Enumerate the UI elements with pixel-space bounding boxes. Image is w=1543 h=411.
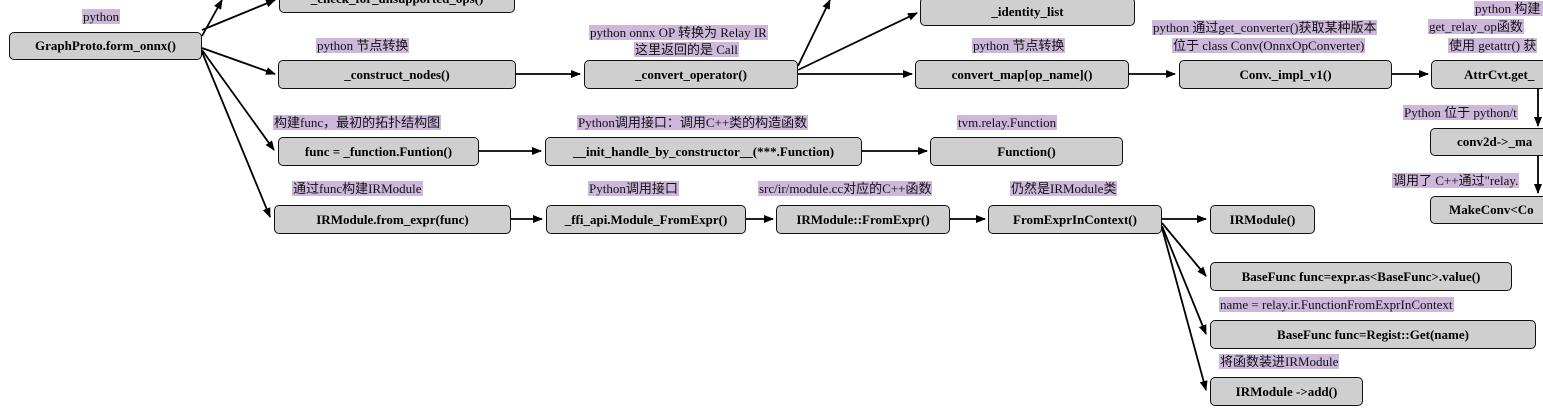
- edge-graphproto-construct-nodes: [201, 47, 276, 75]
- node-irmodule-from-expr[interactable]: IRModule.from_expr(func): [274, 205, 511, 234]
- label-module-cc: src/ir/module.cc对应的C++函数: [758, 181, 933, 196]
- node-conv2d-make[interactable]: conv2d->_ma: [1430, 128, 1543, 156]
- label-python-call-ctor: Python调用接口：调用C++类的构造函数: [577, 115, 809, 130]
- node-fromexprincontext[interactable]: FromExprInContext(): [988, 205, 1162, 234]
- edge-graphproto-func-function: [201, 49, 275, 151]
- node-check-unsupported-ops[interactable]: _check_for_unsupported_ops(): [279, 0, 515, 13]
- node-makeconv[interactable]: MakeConv<Co: [1430, 196, 1543, 224]
- label-attr-line2: get_relay_op函数: [1428, 19, 1524, 34]
- node-construct-nodes[interactable]: _construct_nodes(): [278, 60, 516, 89]
- edge-graphproto-irmodule: [201, 51, 271, 218]
- node-convert-operator[interactable]: _convert_operator(): [584, 60, 798, 89]
- label-build-func: 构建func，最初的拓扑结构图: [273, 115, 442, 130]
- edge-graphproto-check-ops: [201, 0, 276, 31]
- label-python: python: [82, 9, 121, 24]
- edge-fromexpr-basefunc-get: [1161, 225, 1207, 335]
- label-onnx-op-line2: 这里返回的是 Call: [634, 42, 739, 57]
- node-basefunc-get[interactable]: BaseFunc func=Regist::Get(name): [1210, 320, 1536, 349]
- node-irmodule-fromexpr-cpp[interactable]: IRModule::FromExpr(): [776, 205, 950, 234]
- node-graphproto-form-onnx[interactable]: GraphProto.form_onnx(): [9, 32, 202, 60]
- edge-fromexpr-basefunc-as: [1161, 222, 1207, 277]
- label-python-located: Python 位于 python/t: [1403, 105, 1518, 120]
- label-get-converter-line1: python 通过get_converter()获取某种版本: [1152, 20, 1378, 35]
- node-basefunc-as[interactable]: BaseFunc func=expr.as<BaseFunc>.value(): [1210, 262, 1512, 291]
- label-onnx-op-line1: python onnx OP 转换为 Relay IR: [589, 25, 768, 40]
- node-function[interactable]: Function(): [930, 137, 1123, 166]
- label-name-assign: name = relay.ir.FunctionFromExprInContex…: [1219, 297, 1454, 312]
- label-get-converter-line2: 位于 class Conv(OnnxOpConverter): [1172, 38, 1366, 53]
- edge-fromexpr-add: [1161, 227, 1208, 391]
- node-irmodule-add[interactable]: IRModule ->add(): [1210, 377, 1363, 406]
- label-python-node-convert: python 节点转换: [316, 38, 410, 53]
- label-python-node-convert-2: python 节点转换: [972, 38, 1066, 53]
- edge-graphproto-offscreen: [201, 0, 223, 37]
- node-irmodule-ctor[interactable]: IRModule(): [1210, 205, 1315, 234]
- node-func-function[interactable]: func = _function.Funtion(): [278, 137, 479, 166]
- label-tvm-relay-function: tvm.relay.Function: [957, 115, 1058, 130]
- label-load-func: 将函数装进IRModule: [1219, 354, 1340, 369]
- label-attr-line3: 使用 getattr() 获: [1448, 38, 1538, 53]
- node-convert-map[interactable]: convert_map[op_name](): [915, 60, 1129, 89]
- node-identity-list[interactable]: _identity_list: [920, 0, 1135, 26]
- label-called-cpp: 调用了 C++通过"relay.: [1392, 173, 1520, 188]
- label-build-irmodule: 通过func构建IRModule: [292, 181, 423, 196]
- edge-convert-identity: [797, 12, 918, 71]
- label-attr-line1: python 构建 At: [1474, 1, 1543, 16]
- node-attrcvt-get[interactable]: AttrCvt.get_: [1431, 60, 1543, 89]
- label-python-call-iface: Python调用接口: [588, 181, 679, 196]
- label-still-irmodule: 仍然是IRModule类: [1010, 181, 1118, 196]
- node-ffi-api-module-fromexpr[interactable]: _ffi_api.Module_FromExpr(): [546, 205, 746, 234]
- node-init-handle-by-constructor[interactable]: __init_handle_by_constructor__(***.Funct…: [545, 137, 862, 166]
- edge-convert-offscreen: [797, 0, 831, 67]
- node-conv-impl-v1[interactable]: Conv._impl_v1(): [1179, 60, 1392, 89]
